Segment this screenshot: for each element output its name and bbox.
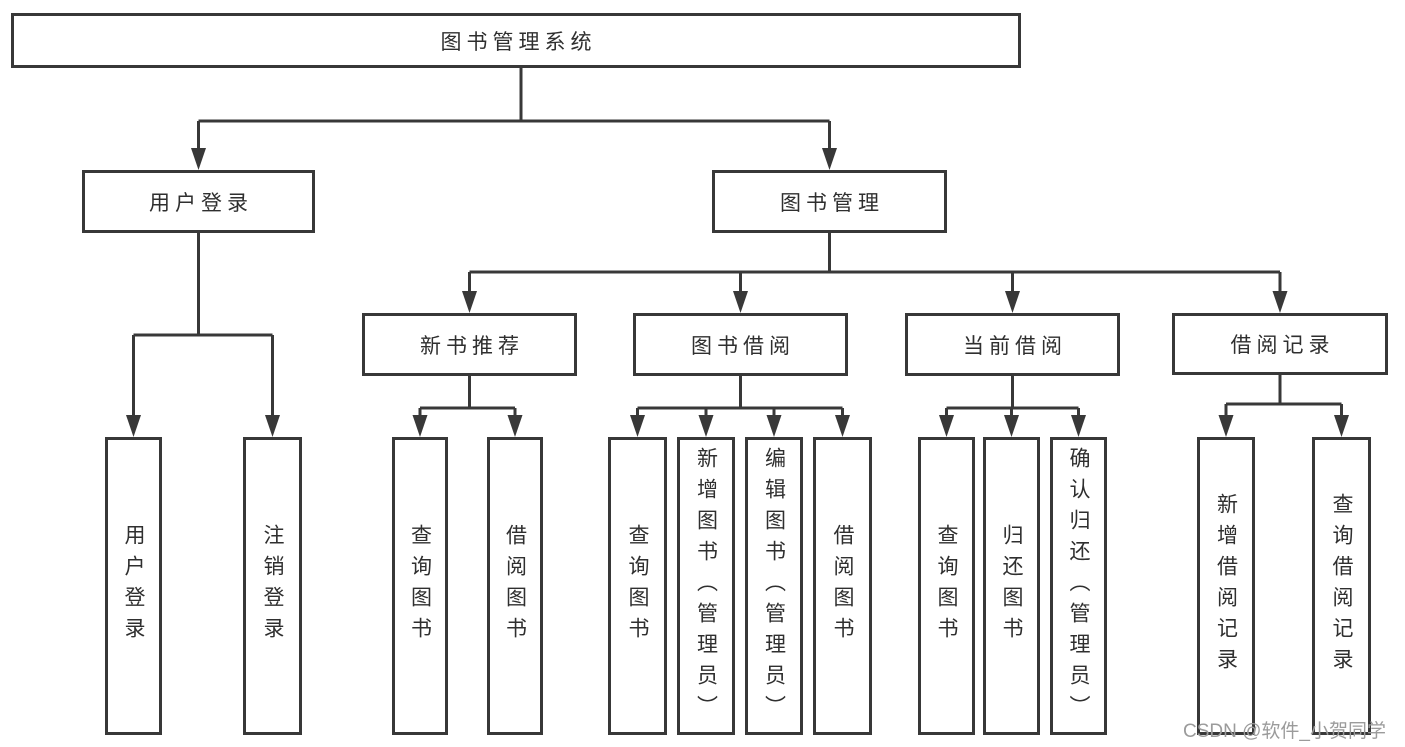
leaf-add-books-admin: 新增图书（管理员） — [677, 437, 735, 735]
leaf-user-login: 用户登录 — [105, 437, 162, 735]
leaf-logout-label: 注销登录 — [261, 524, 284, 648]
leaf-query-borrow-record-label: 查询借阅记录 — [1330, 493, 1353, 679]
leaf-query-books-current-label: 查询图书 — [935, 524, 958, 648]
leaf-query-borrow-record: 查询借阅记录 — [1312, 437, 1371, 735]
node-current-borrowing-label: 当前借阅 — [963, 334, 1067, 358]
leaf-borrow-books-recommend: 借阅图书 — [487, 437, 543, 735]
node-book-management: 图书管理 — [712, 170, 947, 233]
node-borrowing-records: 借阅记录 — [1172, 313, 1388, 375]
node-borrowing-records-label: 借阅记录 — [1230, 334, 1335, 357]
leaf-edit-books-admin-label: 编辑图书（管理员） — [762, 446, 786, 726]
node-new-book-recommend-label: 新书推荐 — [420, 334, 524, 358]
leaf-add-books-admin-label: 新增图书（管理员） — [694, 446, 718, 726]
node-book-borrowing-label: 图书借阅 — [691, 334, 795, 358]
leaf-borrow-books-recommend-label: 借阅图书 — [503, 524, 527, 648]
node-current-borrowing: 当前借阅 — [905, 313, 1120, 376]
node-user-login-label: 用户登录 — [149, 191, 253, 215]
leaf-logout: 注销登录 — [243, 437, 302, 735]
leaf-add-borrow-record-label: 新增借阅记录 — [1214, 493, 1238, 679]
csdn-watermark: CSDN @软件_小贺同学 — [1183, 721, 1386, 742]
node-user-login: 用户登录 — [82, 170, 315, 233]
leaf-query-books-borrowing: 查询图书 — [608, 437, 667, 735]
leaf-query-books-borrowing-label: 查询图书 — [626, 524, 649, 648]
leaf-user-login-label: 用户登录 — [122, 524, 145, 648]
leaf-borrow-books: 借阅图书 — [813, 437, 872, 735]
leaf-return-books-label: 归还图书 — [1000, 524, 1023, 648]
leaf-query-books-recommend-label: 查询图书 — [408, 524, 432, 648]
node-book-borrowing: 图书借阅 — [633, 313, 848, 376]
leaf-edit-books-admin: 编辑图书（管理员） — [745, 437, 803, 735]
leaf-query-books-recommend: 查询图书 — [392, 437, 448, 735]
leaf-return-books: 归还图书 — [983, 437, 1040, 735]
leaf-borrow-books-label: 借阅图书 — [831, 524, 854, 648]
leaf-confirm-return-admin: 确认归还（管理员） — [1050, 437, 1107, 735]
node-root-label: 图书管理系统 — [440, 30, 597, 54]
node-book-management-label: 图书管理 — [780, 191, 884, 215]
leaf-query-books-current: 查询图书 — [918, 437, 975, 735]
node-new-book-recommend: 新书推荐 — [362, 313, 577, 376]
leaf-add-borrow-record: 新增借阅记录 — [1197, 437, 1255, 735]
node-root-library-system: 图书管理系统 — [11, 13, 1021, 68]
leaf-confirm-return-admin-label: 确认归还（管理员） — [1067, 446, 1090, 726]
